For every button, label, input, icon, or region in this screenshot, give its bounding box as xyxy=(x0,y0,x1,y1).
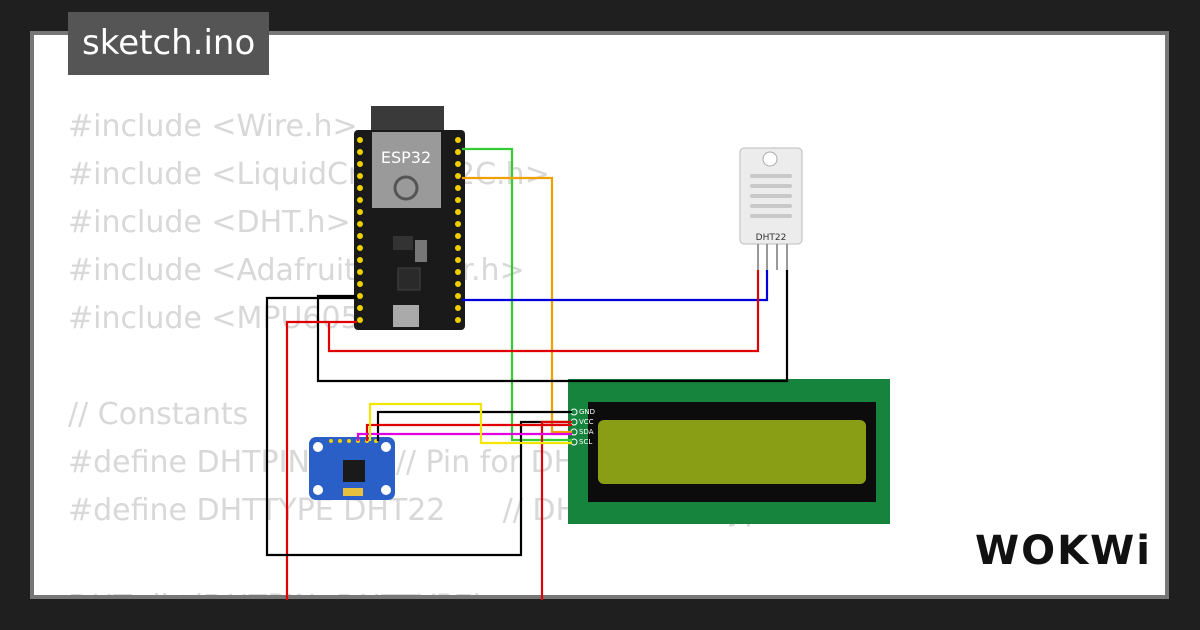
usb-port xyxy=(393,305,419,327)
dht22-label: DHT22 xyxy=(756,233,787,243)
wokwi-logo: WOKWi xyxy=(975,528,1152,574)
lcd-screen xyxy=(598,420,866,484)
wire-yellow xyxy=(368,402,572,445)
esp32-board[interactable]: ESP32 xyxy=(354,106,465,330)
wire-green xyxy=(462,147,572,442)
lcd-pin-gnd: GND xyxy=(579,408,595,416)
dht22-vents xyxy=(750,174,792,218)
mpu-chip xyxy=(343,460,365,482)
wires xyxy=(265,147,789,600)
lcd-pin-sda: SDA xyxy=(579,428,594,436)
code-line: #include <Adafruit_Sensor.h> xyxy=(68,253,525,288)
wire-black-mpu xyxy=(376,410,572,441)
lcd-pin-scl: SCL xyxy=(579,438,592,446)
code-line: // Constants xyxy=(68,397,249,432)
dht22-sensor[interactable]: DHT22 xyxy=(739,147,803,270)
wire-black-gnd xyxy=(265,296,572,557)
wire-red-mpu xyxy=(365,423,572,441)
wire-red-lcd xyxy=(540,420,572,600)
lcd-display[interactable]: GND VCC SDA SCL xyxy=(568,379,890,524)
esp32-label: ESP32 xyxy=(381,148,431,167)
esp32-pins-right xyxy=(455,137,461,323)
wire-orange xyxy=(462,176,572,434)
file-name-tab[interactable]: sketch.ino xyxy=(68,12,270,75)
lcd-pin-vcc: VCC xyxy=(579,418,594,426)
code-line: #include <DHT.h> xyxy=(68,205,351,240)
wire-magenta xyxy=(356,432,572,441)
esp32-module xyxy=(372,132,441,208)
wire-blue xyxy=(462,270,769,302)
wire-red-power xyxy=(285,320,357,600)
code-line: DHT dht(DHTPIN, DHTTYPE); xyxy=(68,583,782,595)
wire-red-dht xyxy=(327,270,760,353)
code-line: #include <Wire.h> xyxy=(68,109,358,144)
espressif-logo-icon xyxy=(393,175,419,201)
esp32-pins-left xyxy=(357,137,363,323)
mpu6050-module[interactable] xyxy=(309,437,395,500)
wire-black-dht xyxy=(316,270,789,383)
